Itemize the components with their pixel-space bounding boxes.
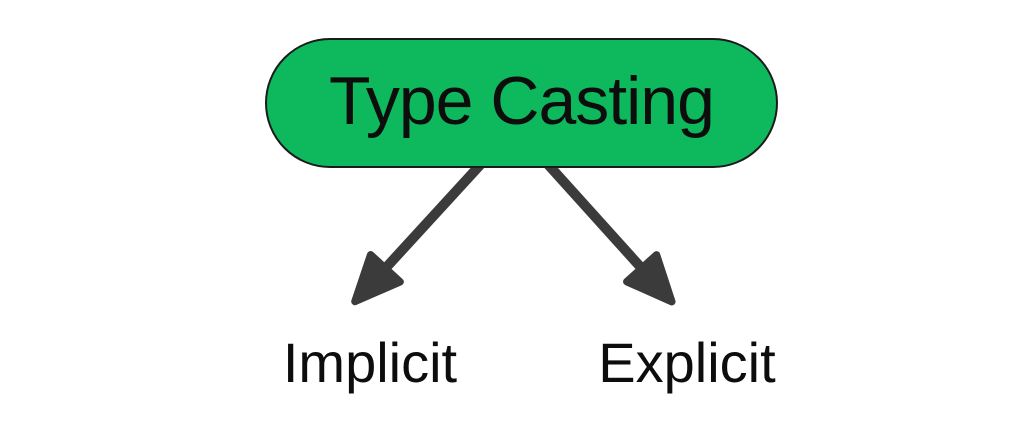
leaf-label-implicit: Implicit xyxy=(282,331,458,394)
leaf-label-explicit: Explicit xyxy=(598,331,776,394)
root-node-type-casting: Type Casting xyxy=(265,38,778,168)
root-node-label: Type Casting xyxy=(329,63,715,139)
